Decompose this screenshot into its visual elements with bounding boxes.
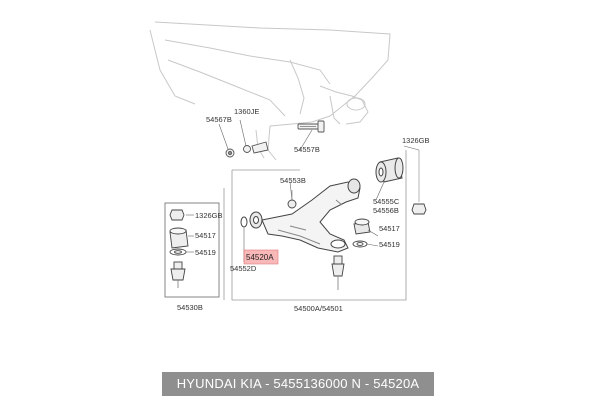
label-54556b: 54556B bbox=[373, 206, 399, 215]
subframe-outline bbox=[149, 21, 391, 161]
label-1326gb-left: 1326GB bbox=[195, 211, 223, 220]
label-54519-right: 54519 bbox=[379, 240, 400, 249]
footer-caption: HYUNDAI KIA - 5455136000 N - 54520A bbox=[162, 372, 434, 396]
bushing-54552d bbox=[240, 211, 263, 229]
lower-control-arm bbox=[261, 178, 361, 253]
label-54519-left: 54519 bbox=[195, 248, 216, 257]
label-54500a-54501: 54500A/54501 bbox=[294, 304, 343, 313]
label-54517-left: 54517 bbox=[195, 231, 216, 240]
bolt-54567b bbox=[225, 141, 269, 158]
label-54520a[interactable]: 54520A bbox=[246, 253, 274, 262]
label-54552d: 54552D bbox=[230, 264, 257, 273]
label-54517-right: 54517 bbox=[379, 224, 400, 233]
label-54567b: 54567B bbox=[206, 115, 232, 124]
label-54555c: 54555C bbox=[373, 197, 400, 206]
highlight-54520a[interactable] bbox=[243, 249, 279, 265]
bushing-54555c bbox=[375, 157, 404, 183]
nut-1326gb-right bbox=[411, 150, 427, 215]
label-54557b: 54557B bbox=[294, 145, 320, 154]
ball-joint-box bbox=[164, 202, 220, 298]
ball-joint-on-arm bbox=[331, 255, 345, 290]
main-assembly-box bbox=[223, 150, 407, 301]
washer-54519-right bbox=[352, 240, 368, 248]
label-1360je: 1360JE bbox=[234, 107, 259, 116]
label-54553b: 54553B bbox=[280, 176, 306, 185]
bushing-54517-right bbox=[353, 218, 371, 235]
ball-joint-parts bbox=[169, 209, 189, 288]
label-54530b: 54530B bbox=[177, 303, 203, 312]
bolt-54557b bbox=[297, 120, 325, 133]
parts-diagram: 1360JE 54567B 54557B 1326GB 54553B 54555… bbox=[149, 21, 430, 313]
label-1326gb-right: 1326GB bbox=[402, 136, 430, 145]
